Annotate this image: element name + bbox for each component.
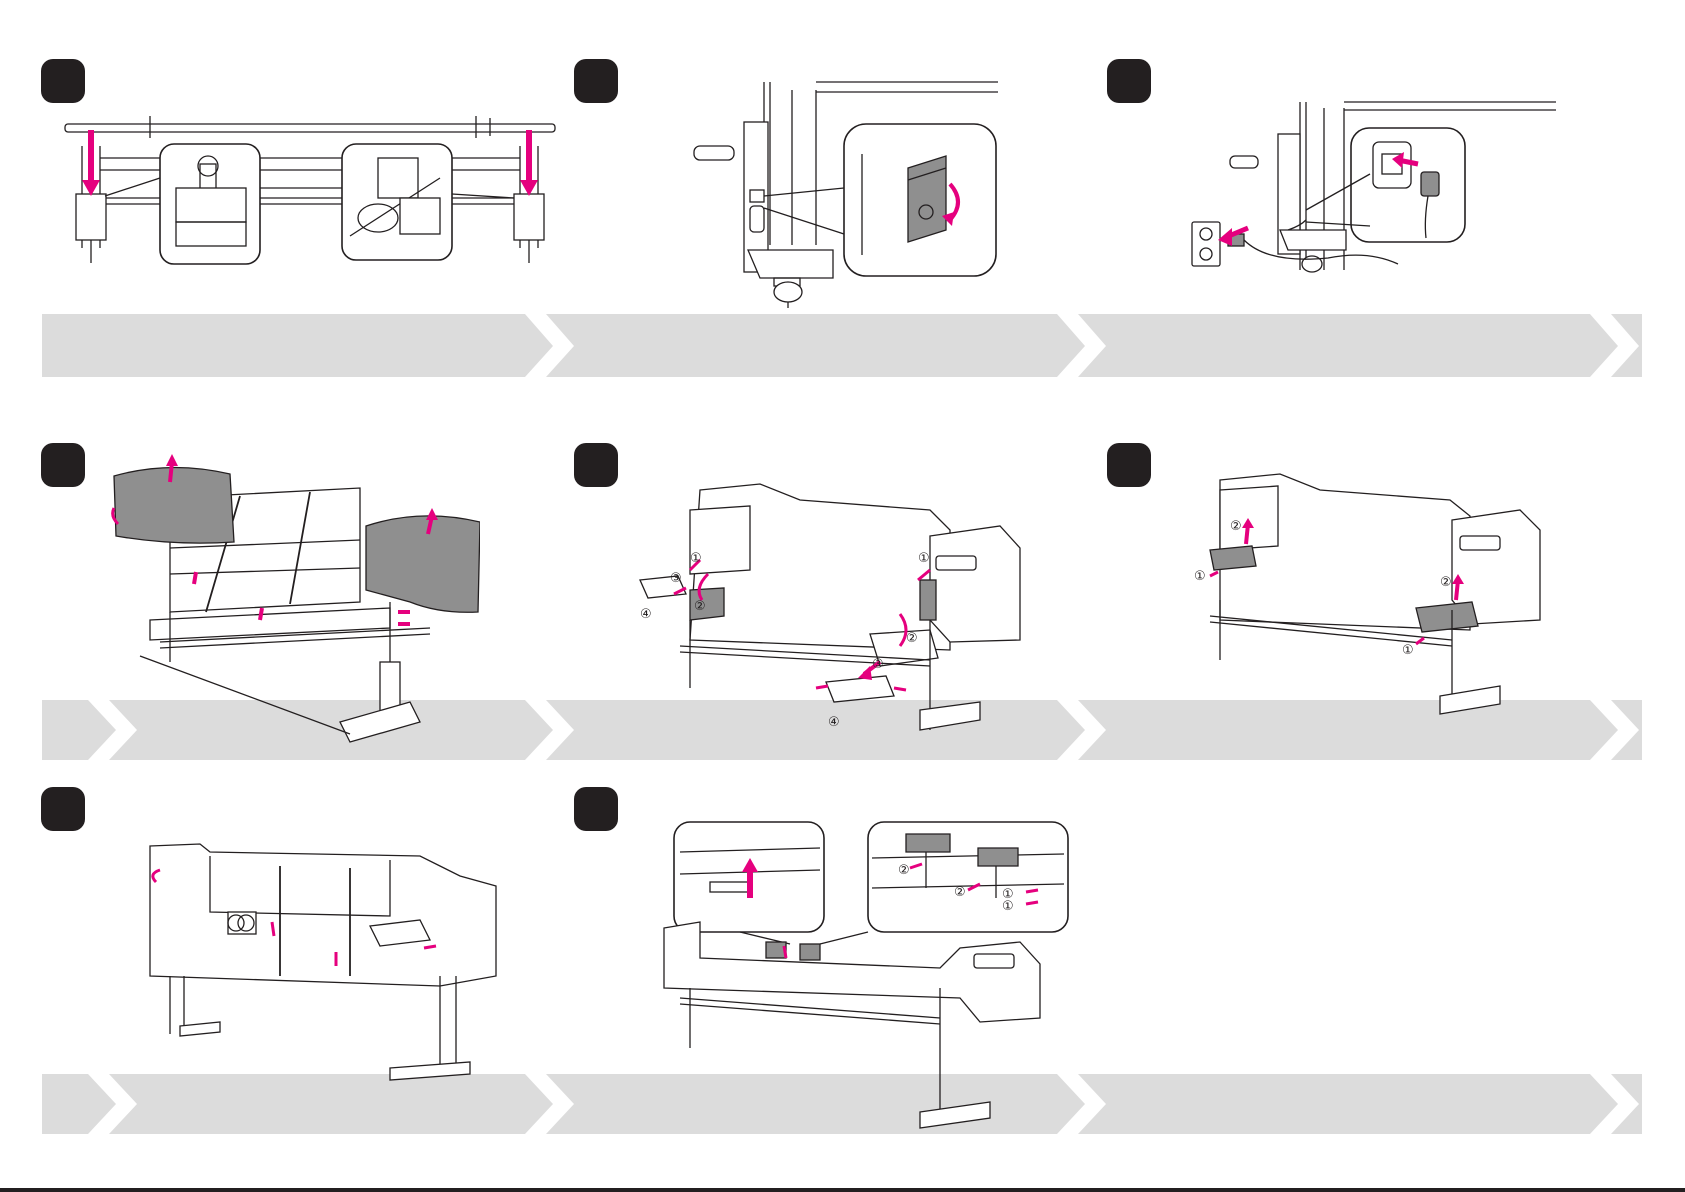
step-3-badge xyxy=(1107,59,1151,103)
page-bottom-rule xyxy=(0,1188,1685,1192)
callout-two: ② xyxy=(694,599,706,614)
step-1-badge xyxy=(41,59,85,103)
callout-four: ④ xyxy=(828,715,840,730)
roll-shaft-mount-illustration xyxy=(60,108,560,273)
callout-two: ② xyxy=(954,885,966,900)
callout-one: ① xyxy=(1402,643,1414,658)
callout-one: ① xyxy=(918,551,930,566)
attach-trays-illustration: ② ① ② ① xyxy=(1190,460,1570,722)
callout-one: ① xyxy=(1194,569,1206,584)
step-8-badge xyxy=(574,787,618,831)
callout-one: ① xyxy=(1002,899,1014,914)
callout-two: ② xyxy=(1440,575,1452,590)
remove-side-trays-illustration: ① ② ③ ④ ① ② ③ ④ xyxy=(630,470,1050,740)
step-2-badge xyxy=(574,59,618,103)
remove-covers-illustration xyxy=(110,452,480,752)
band-segment-1 xyxy=(42,314,553,377)
callout-four: ④ xyxy=(640,607,652,622)
step-7-badge xyxy=(41,787,85,831)
remove-tape-illustration xyxy=(140,826,500,1086)
step-6-badge xyxy=(1107,443,1151,487)
power-switch-illustration xyxy=(688,80,1000,308)
callout-three: ③ xyxy=(872,657,884,672)
callout-two: ② xyxy=(898,863,910,878)
band-segment-3 xyxy=(1078,314,1618,377)
callout-two: ② xyxy=(906,631,918,646)
power-cord-illustration xyxy=(1188,100,1558,290)
band-segment-start xyxy=(42,700,116,760)
callout-one: ① xyxy=(690,551,702,566)
band-segment-9 xyxy=(1078,1074,1618,1134)
band-segment-2 xyxy=(546,314,1085,377)
step-5-badge xyxy=(574,443,618,487)
callout-three: ③ xyxy=(670,571,682,586)
step-band-row-1 xyxy=(0,310,1685,380)
step-4-badge xyxy=(41,443,85,487)
band-segment-start xyxy=(42,1074,116,1134)
remove-protective-parts-illustration: ② ② ① ① xyxy=(640,818,1070,1148)
callout-two: ② xyxy=(1230,519,1242,534)
